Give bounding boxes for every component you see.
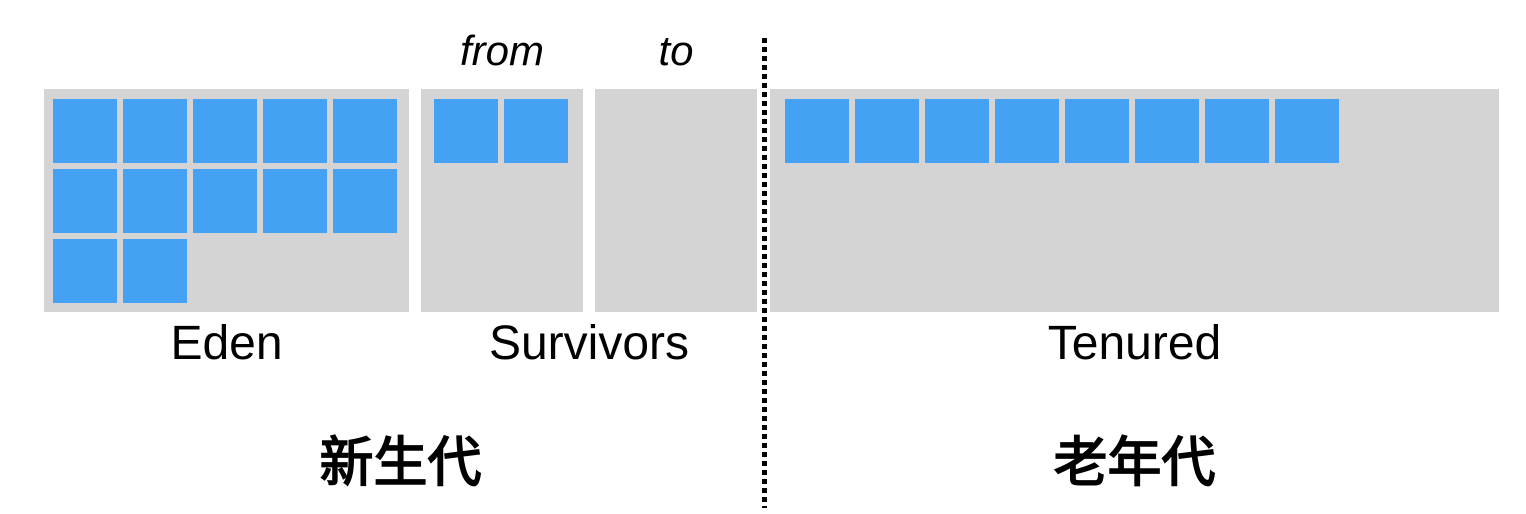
object-cell xyxy=(855,99,919,163)
object-cell xyxy=(434,99,498,163)
object-cell xyxy=(1205,99,1269,163)
object-cell xyxy=(1065,99,1129,163)
object-cell xyxy=(53,239,117,303)
object-cell xyxy=(333,169,397,233)
tenured-region-name: Tenured xyxy=(1047,317,1222,370)
object-cell xyxy=(995,99,1059,163)
survivor-to-label: to xyxy=(658,27,694,74)
object-cell xyxy=(53,99,117,163)
tenured-region xyxy=(770,89,1499,312)
object-cell xyxy=(1135,99,1199,163)
object-cell xyxy=(53,169,117,233)
object-cell xyxy=(123,169,187,233)
survivors-region-name: Survivors xyxy=(488,317,690,370)
object-cell xyxy=(925,99,989,163)
object-cell xyxy=(193,169,257,233)
object-cell xyxy=(193,99,257,163)
survivor-to-region xyxy=(595,89,757,312)
young-generation-name: 新生代 xyxy=(319,433,482,493)
old-generation-name: 老年代 xyxy=(1053,433,1216,493)
survivor-from-label: from xyxy=(460,27,544,74)
object-cell xyxy=(263,169,327,233)
object-cell xyxy=(263,99,327,163)
generation-divider-dotted-line xyxy=(762,38,767,508)
object-cell xyxy=(785,99,849,163)
eden-region-name: Eden xyxy=(170,317,283,370)
object-cell xyxy=(504,99,568,163)
object-cell xyxy=(333,99,397,163)
object-cell xyxy=(123,239,187,303)
object-cell xyxy=(123,99,187,163)
object-cell xyxy=(1275,99,1339,163)
survivor-from-region xyxy=(421,89,583,312)
eden-region xyxy=(44,89,409,312)
